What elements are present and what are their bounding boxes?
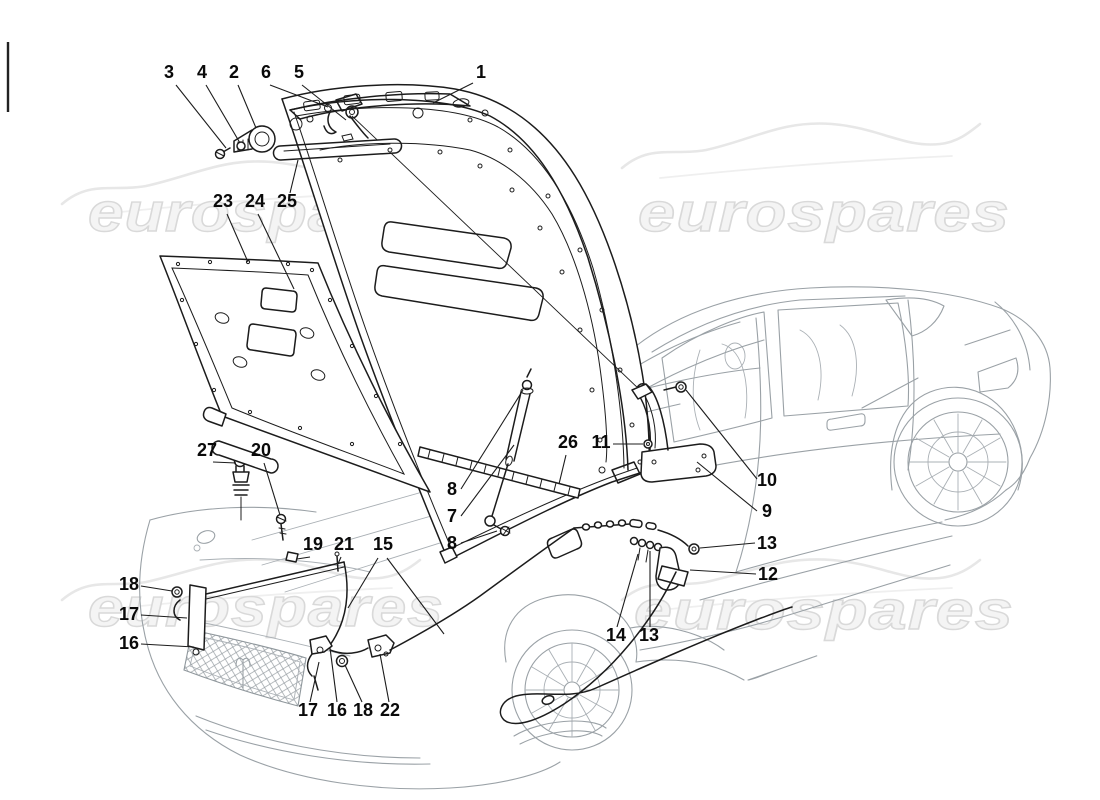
trident-emblem — [235, 657, 251, 689]
callout-16b: 16 — [327, 647, 347, 720]
callout-14: 14 — [606, 553, 639, 645]
support-bar — [211, 440, 279, 474]
callout-12: 12 — [689, 564, 778, 584]
inner-panel-artwork — [159, 255, 431, 493]
svg-text:12: 12 — [758, 564, 778, 584]
callout-18a: 18 — [119, 574, 173, 594]
callout-26: 26 — [558, 432, 578, 485]
svg-text:4: 4 — [197, 62, 207, 82]
svg-text:5: 5 — [294, 62, 304, 82]
stop-buffer-artwork — [211, 440, 287, 541]
svg-text:26: 26 — [558, 432, 578, 452]
callout-16a: 16 — [119, 633, 195, 653]
callout-21: 21 — [334, 534, 354, 565]
svg-text:15: 15 — [373, 534, 393, 554]
door-handle — [826, 413, 866, 431]
callout-8a: 8 — [447, 389, 524, 499]
callout-24: 24 — [245, 191, 295, 290]
svg-text:17: 17 — [298, 700, 318, 720]
release-cable-artwork — [171, 518, 793, 725]
callout-9: 9 — [696, 461, 772, 521]
callout-13a: 13 — [699, 533, 777, 553]
callout-13b: 13 — [639, 551, 659, 645]
svg-text:25: 25 — [277, 191, 297, 211]
svg-text:8: 8 — [447, 479, 457, 499]
weatherstrip-artwork — [417, 446, 581, 499]
callouts: 3 4 2 6 5 1 23 24 25 27 20 26 11 8 7 8 1… — [119, 62, 778, 720]
svg-text:11: 11 — [591, 432, 610, 452]
svg-text:16: 16 — [119, 633, 139, 653]
gas-strut-artwork — [484, 368, 534, 537]
svg-text:8: 8 — [447, 533, 457, 553]
callout-27: 27 — [197, 440, 237, 464]
svg-text:23: 23 — [213, 191, 233, 211]
callout-11: 11 — [591, 432, 643, 452]
svg-text:10: 10 — [757, 470, 777, 490]
rod-clip — [285, 551, 299, 563]
watermark-top-right: eurospares — [620, 122, 1010, 244]
svg-text:3: 3 — [164, 62, 174, 82]
watermark-text: eurospares — [88, 576, 444, 638]
svg-text:9: 9 — [762, 501, 772, 521]
svg-text:27: 27 — [197, 440, 217, 460]
svg-text:14: 14 — [606, 625, 626, 645]
svg-text:13: 13 — [757, 533, 777, 553]
callout-18b: 18 — [344, 664, 373, 720]
callout-15: 15 — [347, 534, 445, 635]
watermark-text: eurospares — [638, 181, 1010, 243]
svg-text:6: 6 — [261, 62, 271, 82]
svg-text:1: 1 — [476, 62, 486, 82]
front-wheel — [511, 629, 633, 751]
svg-text:13: 13 — [639, 625, 659, 645]
callout-20: 20 — [251, 440, 281, 516]
callout-17b: 17 — [298, 661, 320, 720]
hinge-artwork — [631, 381, 717, 483]
buffer-assembly — [214, 125, 276, 160]
svg-text:7: 7 — [447, 506, 457, 526]
svg-text:22: 22 — [380, 700, 400, 720]
svg-text:18: 18 — [353, 700, 373, 720]
callout-22: 22 — [379, 653, 400, 720]
callout-7: 7 — [447, 444, 515, 526]
svg-text:17: 17 — [119, 604, 139, 624]
callout-19: 19 — [296, 534, 323, 560]
callout-2: 2 — [229, 62, 257, 129]
rear-wheel — [893, 397, 1023, 527]
callout-4: 4 — [197, 62, 241, 144]
callout-3: 3 — [164, 62, 227, 149]
callout-8b: 8 — [447, 530, 498, 553]
callout-5: 5 — [294, 62, 347, 121]
bonnet-lock — [323, 93, 369, 142]
callout-6: 6 — [261, 62, 329, 108]
svg-text:18: 18 — [119, 574, 139, 594]
callout-17a: 17 — [119, 604, 188, 624]
svg-text:20: 20 — [251, 440, 271, 460]
callout-25: 25 — [277, 159, 299, 211]
watermark-text: eurospares — [634, 579, 1014, 641]
watermark-bottom-right: eurospares — [620, 558, 1014, 642]
callout-23: 23 — [213, 191, 249, 263]
svg-text:2: 2 — [229, 62, 239, 82]
svg-text:21: 21 — [334, 534, 354, 554]
hinge-foot — [546, 528, 583, 559]
watermark-bottom-left: eurospares — [60, 558, 444, 639]
callout-1: 1 — [432, 62, 486, 104]
hinge-pivot-nut — [643, 439, 653, 449]
svg-text:16: 16 — [327, 700, 347, 720]
svg-text:24: 24 — [245, 191, 265, 211]
bonnet-artwork — [214, 83, 650, 564]
svg-text:19: 19 — [303, 534, 323, 554]
callout-10: 10 — [685, 389, 777, 490]
front-grille — [183, 629, 307, 707]
